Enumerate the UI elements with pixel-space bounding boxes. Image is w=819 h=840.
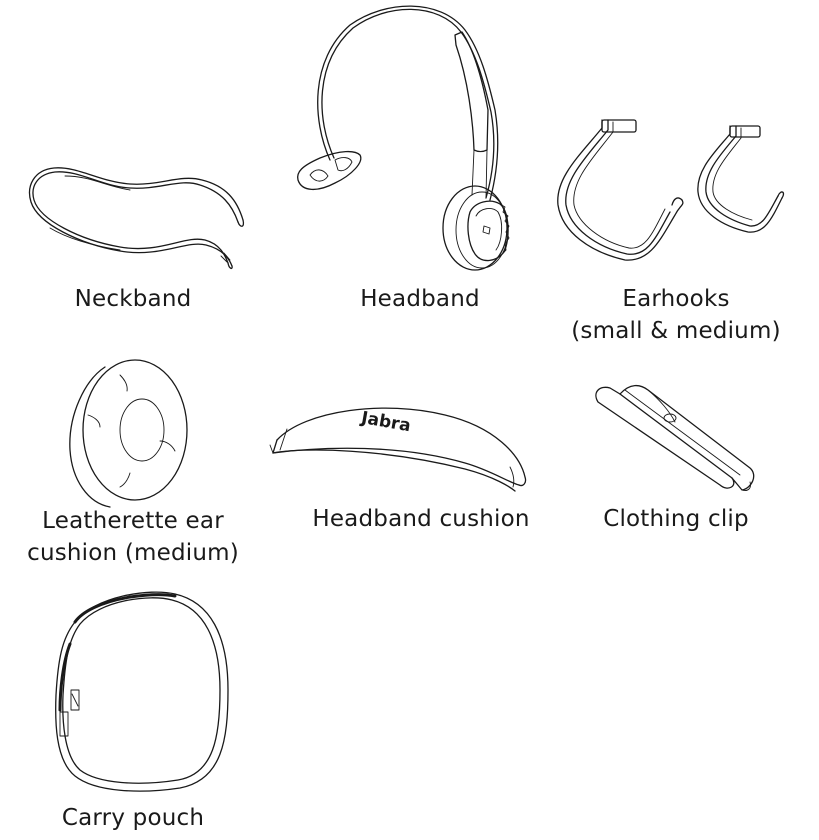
headband-cushion-label: Headband cushion (312, 506, 530, 532)
earhooks-icon (557, 119, 785, 261)
headband-icon (296, 5, 510, 271)
earhooks-item: Earhooks (small & medium) (550, 0, 819, 350)
clothing-clip-icon (595, 384, 755, 491)
clothing-clip-item: Clothing clip (580, 380, 819, 555)
earhooks-label-line1: Earhooks (622, 286, 730, 312)
jabra-logo-text: Jabra (359, 408, 413, 437)
ear-cushion-icon (69, 359, 188, 508)
headband-item: Headband (290, 0, 550, 320)
carry-pouch-label: Carry pouch (61, 805, 205, 831)
headband-cushion-item: Jabra Headband cushion (265, 395, 545, 555)
ear-cushion-label-line2: cushion (medium) (27, 540, 239, 566)
carry-pouch-icon (55, 591, 229, 792)
neckband-item: Neckband (0, 0, 260, 320)
headband-cushion-icon: Jabra (269, 407, 527, 492)
ear-cushion-label-line1: Leatherette ear (42, 508, 224, 534)
clothing-clip-label: Clothing clip (603, 506, 749, 532)
neckband-icon (29, 167, 245, 270)
earhooks-label-line2: (small & medium) (571, 318, 781, 344)
neckband-label: Neckband (74, 286, 192, 312)
carry-pouch-item: Carry pouch (0, 580, 300, 840)
headband-label: Headband (360, 286, 480, 312)
ear-cushion-item: Leatherette ear cushion (medium) (0, 355, 270, 580)
